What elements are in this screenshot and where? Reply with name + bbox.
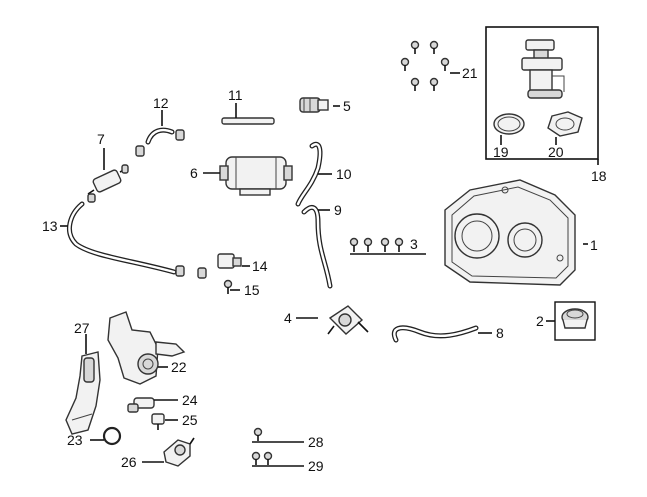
fitting-24	[127, 397, 155, 413]
hose-10	[295, 141, 323, 207]
screw-15	[223, 279, 233, 294]
callout-9: 9	[334, 202, 342, 218]
callout-11: 11	[228, 87, 243, 103]
callout-7: 7	[97, 131, 105, 147]
callout-21: 21	[462, 65, 478, 81]
evap-canister	[219, 156, 293, 196]
callout-8: 8	[496, 325, 504, 341]
callout-12: 12	[153, 95, 169, 111]
fuel-valve	[327, 305, 369, 335]
screw-set-29	[251, 451, 273, 465]
fitting-14	[197, 253, 242, 279]
small-clamps	[121, 164, 129, 174]
callout-3: 3	[410, 236, 418, 252]
callout-2: 2	[536, 313, 544, 329]
callout-24: 24	[182, 392, 198, 408]
pump-bracket-assembly	[65, 311, 186, 435]
callout-25: 25	[182, 412, 198, 428]
callout-15: 15	[244, 282, 260, 298]
callout-18: 18	[591, 168, 607, 184]
callout-1: 1	[590, 237, 598, 253]
callout-10: 10	[336, 166, 352, 182]
callout-4: 4	[284, 310, 292, 326]
hose-12	[135, 127, 185, 157]
o-ring-23	[102, 426, 122, 446]
fuel-tank	[444, 179, 576, 286]
callout-23: 23	[67, 432, 83, 448]
callout-6: 6	[190, 165, 198, 181]
fitting-25	[151, 413, 165, 430]
connector-26	[163, 437, 195, 467]
tube-11	[221, 117, 275, 125]
callout-27: 27	[74, 320, 90, 336]
callout-22: 22	[171, 359, 187, 375]
callout-26: 26	[121, 454, 137, 470]
screw-28	[253, 427, 263, 441]
callout-20: 20	[548, 144, 564, 160]
callout-14: 14	[252, 258, 268, 274]
callout-5: 5	[343, 98, 351, 114]
hose-8	[391, 325, 479, 343]
hose-clamp	[299, 97, 329, 113]
fuel-cap	[554, 301, 596, 341]
bolt-set	[349, 237, 404, 252]
screw-set-21	[400, 40, 450, 91]
callout-19: 19	[493, 144, 509, 160]
callout-28: 28	[308, 434, 324, 450]
callout-13: 13	[42, 218, 58, 234]
hose-13	[66, 193, 185, 277]
callout-29: 29	[308, 458, 324, 474]
hose-9	[301, 204, 333, 289]
fuel-pump-assembly	[485, 26, 599, 160]
